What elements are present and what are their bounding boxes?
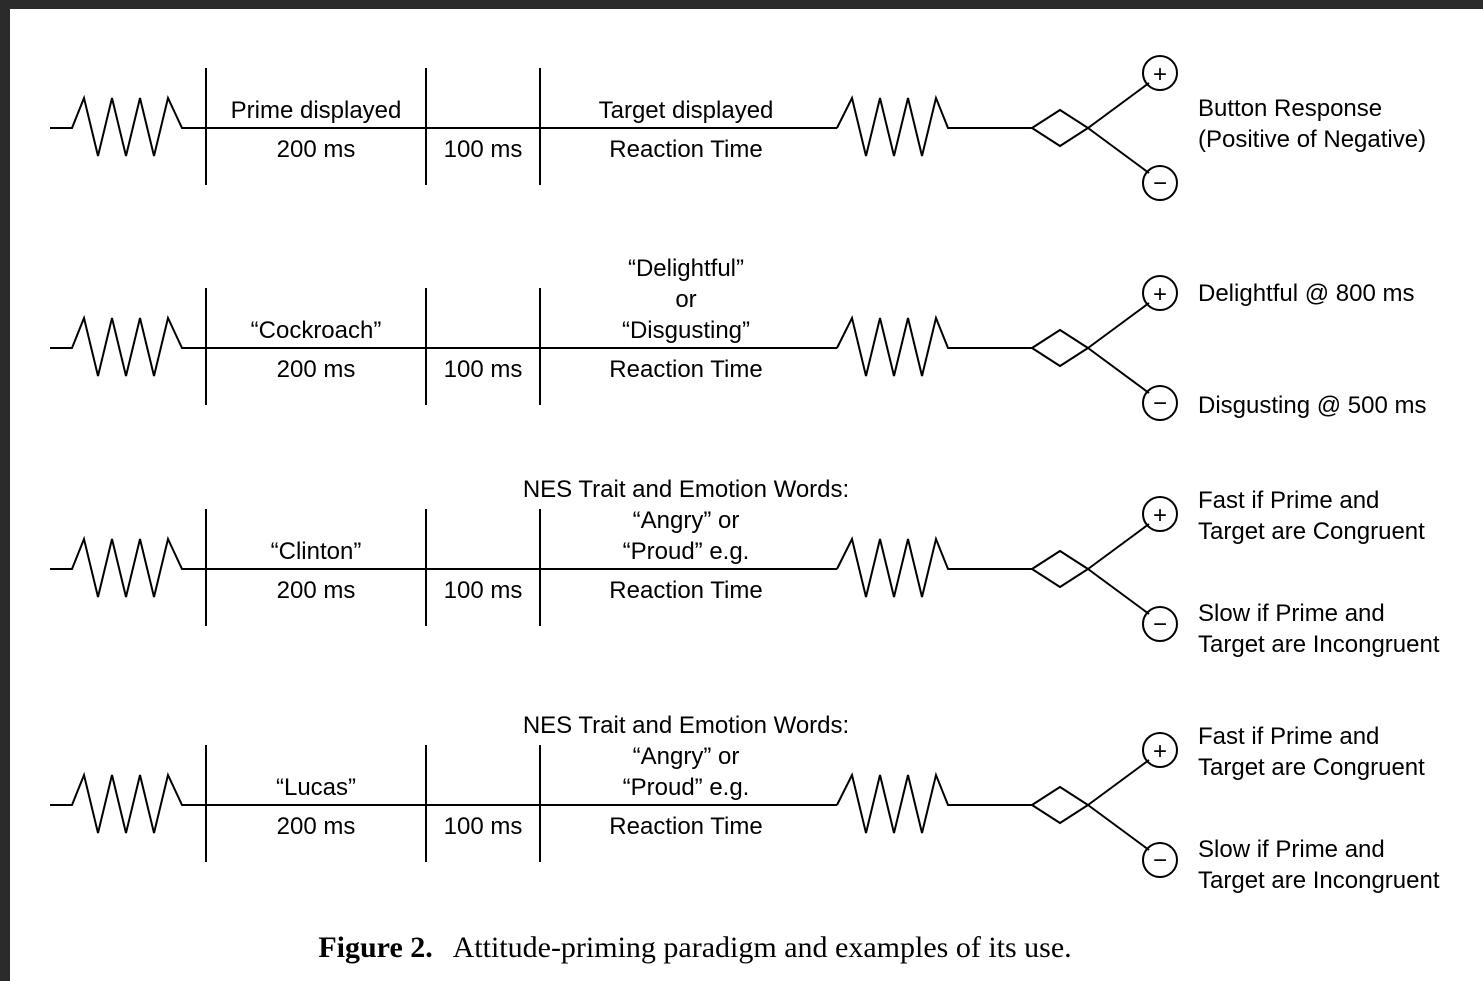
response-bottom-label: Slow if Prime and (1198, 600, 1385, 627)
gap-duration: 100 ms (444, 813, 523, 840)
figure-page: Prime displayed 200 ms 100 ms Target displa… (10, 9, 1483, 981)
branch-positive (1087, 523, 1150, 570)
response-top-label: Fast if Prime and (1198, 723, 1379, 750)
decision-diamond (1030, 549, 1090, 589)
gap-duration: 100 ms (444, 356, 523, 383)
zigzag-end (836, 535, 1032, 598)
response-bottom-label: Disgusting @ 500 ms (1198, 392, 1426, 419)
prime-duration: 200 ms (277, 136, 356, 163)
attitude-priming-diagram: Prime displayed 200 ms 100 ms Target displa… (50, 55, 1440, 894)
branch-positive (1087, 759, 1150, 806)
trial-row-3: “Clinton” 200 ms 100 ms NES Trait and Emoti… (50, 476, 1440, 658)
target-label: “Angry” or (633, 743, 740, 770)
zigzag-start (50, 771, 206, 834)
negative-response-symbol: − (1153, 170, 1167, 197)
target-reaction-time: Reaction Time (609, 813, 762, 840)
gap-duration: 100 ms (444, 577, 523, 604)
positive-response-symbol: + (1153, 502, 1167, 529)
target-label: NES Trait and Emotion Words: (523, 476, 849, 503)
negative-response-symbol: − (1153, 847, 1167, 874)
response-bottom-label: Slow if Prime and (1198, 836, 1385, 863)
branch-negative (1087, 568, 1150, 615)
figure-caption: Figure 2. Attitude-priming paradigm and … (10, 931, 1380, 965)
negative-response-icon (1142, 606, 1178, 642)
positive-response-icon (1142, 496, 1178, 532)
prime-label: “Cockroach” (251, 317, 382, 344)
target-reaction-time: Reaction Time (609, 136, 762, 163)
response-top-label: Delightful @ 800 ms (1198, 280, 1414, 307)
branch-negative (1087, 347, 1150, 394)
target-label: or (675, 286, 696, 313)
negative-response-icon (1142, 385, 1178, 421)
negative-response-symbol: − (1153, 611, 1167, 638)
zigzag-end (836, 94, 1032, 157)
target-label: “Disgusting” (622, 317, 750, 344)
target-reaction-time: Reaction Time (609, 356, 762, 383)
zigzag-start (50, 94, 206, 157)
response-label: (Positive of Negative) (1198, 126, 1426, 153)
branch-positive (1087, 302, 1150, 349)
zigzag-start (50, 314, 206, 377)
prime-duration: 200 ms (277, 813, 356, 840)
target-label: Target displayed (599, 97, 774, 124)
prime-label: “Lucas” (276, 774, 356, 801)
response-top-label: Target are Congruent (1198, 518, 1425, 545)
target-label: “Delightful” (628, 255, 744, 282)
branch-positive (1087, 82, 1150, 129)
target-label: NES Trait and Emotion Words: (523, 712, 849, 739)
positive-response-icon (1142, 55, 1178, 91)
target-label: “Proud” e.g. (623, 774, 750, 801)
target-label: “Angry” or (633, 507, 740, 534)
prime-duration: 200 ms (277, 577, 356, 604)
negative-response-symbol: − (1153, 390, 1167, 417)
trial-row-4: “Lucas” 200 ms 100 ms NES Trait and Emotion… (50, 712, 1440, 894)
decision-diamond (1030, 785, 1090, 825)
positive-response-icon (1142, 732, 1178, 768)
branch-negative (1087, 127, 1150, 174)
target-label: “Proud” e.g. (623, 538, 750, 565)
positive-response-symbol: + (1153, 281, 1167, 308)
decision-diamond (1030, 328, 1090, 368)
target-reaction-time: Reaction Time (609, 577, 762, 604)
gap-duration: 100 ms (444, 136, 523, 163)
negative-response-icon (1142, 165, 1178, 201)
response-top-label: Fast if Prime and (1198, 487, 1379, 514)
positive-response-symbol: + (1153, 61, 1167, 88)
response-bottom-label: Target are Incongruent (1198, 867, 1440, 894)
trial-row-2: “Cockroach” 200 ms 100 ms “Delightful” or “Di… (50, 255, 1426, 421)
zigzag-end (836, 314, 1032, 377)
zigzag-start (50, 535, 206, 598)
branch-negative (1087, 804, 1150, 851)
decision-diamond (1030, 108, 1090, 148)
response-top-label: Target are Congruent (1198, 754, 1425, 781)
prime-duration: 200 ms (277, 356, 356, 383)
prime-label: Prime displayed (231, 97, 402, 124)
figure-caption-text: Attitude-priming paradigm and examples o… (452, 931, 1072, 964)
negative-response-icon (1142, 842, 1178, 878)
trial-row-1: Prime displayed 200 ms 100 ms Target displa… (50, 55, 1426, 201)
positive-response-icon (1142, 275, 1178, 311)
response-bottom-label: Target are Incongruent (1198, 631, 1440, 658)
zigzag-end (836, 771, 1032, 834)
positive-response-symbol: + (1153, 738, 1167, 765)
prime-label: “Clinton” (271, 538, 362, 565)
response-label: Button Response (1198, 95, 1382, 122)
figure-caption-label: Figure 2. (318, 931, 433, 964)
